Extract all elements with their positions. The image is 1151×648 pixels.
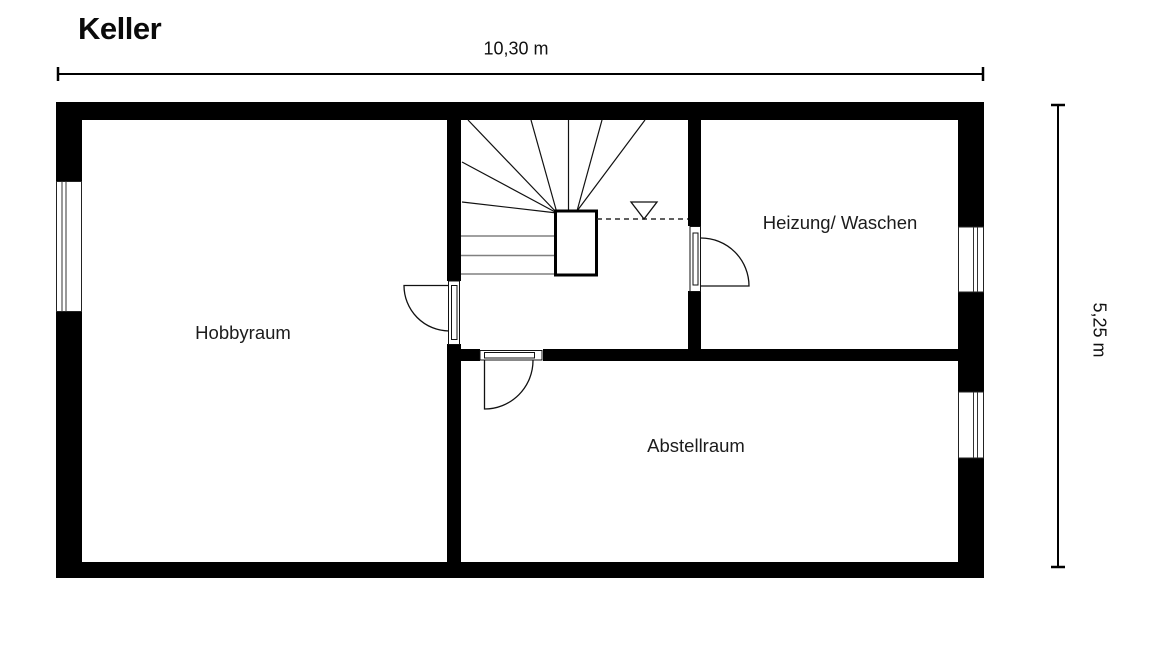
window-right-abstellraum <box>958 391 984 459</box>
wall-exterior-left-upper <box>56 102 82 182</box>
door-swing-hobbyraum <box>403 284 450 332</box>
door-frame-hobbyraum <box>448 280 460 345</box>
stair-direction-triangle-icon <box>629 201 659 221</box>
dimension-height-label: 5,25 m <box>1089 302 1110 358</box>
door-frame-abstellraum <box>479 350 543 361</box>
window-right-heizung <box>958 226 984 293</box>
wall-exterior-top <box>56 102 984 120</box>
wall-exterior-bottom <box>56 562 984 578</box>
wall-stair-heizung-upper <box>688 120 701 226</box>
door-swings <box>403 237 750 410</box>
stair-tread-lines <box>461 235 555 275</box>
room-label-hobbyraum: Hobbyraum <box>195 322 291 343</box>
windows <box>56 181 984 459</box>
window-left <box>56 181 82 312</box>
dimension-lines <box>56 67 1065 569</box>
door-frame-heizung <box>689 226 701 292</box>
interior-walls <box>447 120 958 562</box>
dimension-width-label: 10,30 m <box>483 38 549 59</box>
stair-landing <box>554 209 598 277</box>
door-swing-heizung <box>700 237 750 287</box>
wall-horizontal-left <box>461 349 480 361</box>
staircase <box>461 119 688 277</box>
wall-exterior-left-lower <box>56 311 82 578</box>
stair-winder-lines <box>461 119 646 214</box>
room-label-abstellraum: Abstellraum <box>647 435 745 456</box>
wall-exterior-right-upper <box>958 102 984 227</box>
page-title: Keller <box>78 11 162 46</box>
wall-exterior-right-lower <box>958 458 984 578</box>
wall-horizontal-right <box>543 349 958 361</box>
door-swing-abstellraum <box>483 360 534 410</box>
wall-divider-lower <box>447 344 461 562</box>
exterior-walls <box>56 102 984 578</box>
door-frames <box>448 226 701 361</box>
wall-stair-heizung-lower <box>688 291 701 361</box>
room-label-heizung-waschen: Heizung/ Waschen <box>762 212 918 233</box>
wall-exterior-right-middle <box>958 292 984 392</box>
wall-divider-upper <box>447 120 461 281</box>
